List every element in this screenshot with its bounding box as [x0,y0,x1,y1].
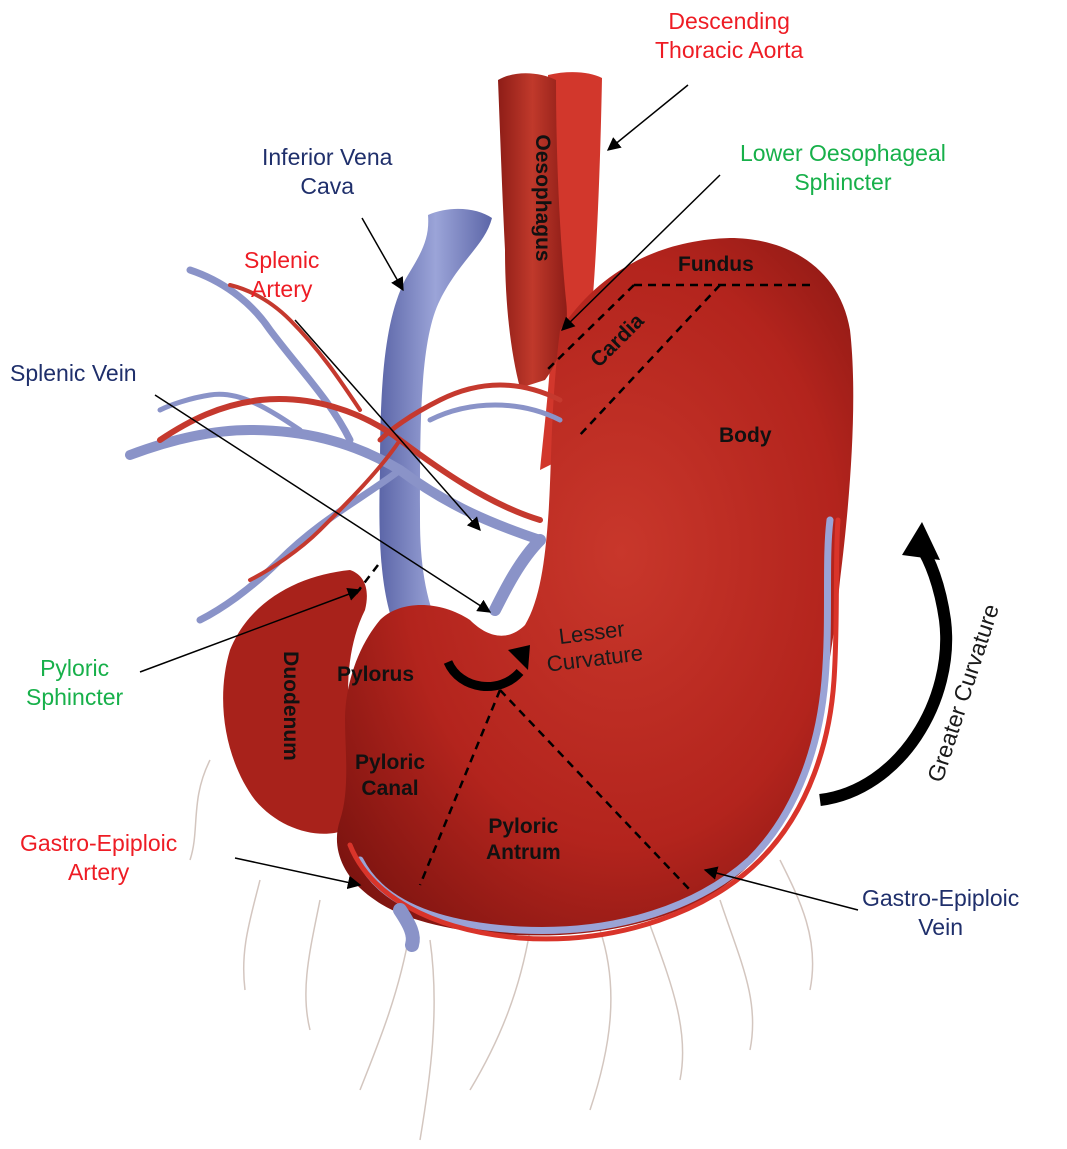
label-les-line1: Lower Oesophageal [740,139,946,168]
region-pyloric-canal-line1: Pyloric [355,750,425,776]
region-oesophagus-text: Oesophagus [529,128,555,268]
splenic-vessels [130,270,560,620]
label-lower-oesophageal-sphincter: Lower Oesophageal Sphincter [740,139,946,197]
label-gea-line2: Artery [20,858,177,887]
label-pyloric-sphincter-line1: Pyloric [26,654,123,683]
label-gev-line1: Gastro-Epiploic [862,884,1019,913]
label-splenic-artery: Splenic Artery [244,246,319,304]
label-splenic-artery-line2: Artery [244,275,319,304]
label-gea-line1: Gastro-Epiploic [20,829,177,858]
region-fundus: Fundus [678,252,754,278]
label-descending-aorta: Descending Thoracic Aorta [655,7,803,65]
label-splenic-vein-text: Splenic Vein [10,359,137,388]
label-pyloric-sphincter-line2: Sphincter [26,683,123,712]
greater-curvature-arrow-head [902,522,940,560]
label-ivc-line1: Inferior Vena [262,143,392,172]
label-ivc-line2: Cava [262,172,392,201]
region-pyloric-canal: Pyloric Canal [355,750,425,802]
label-les-line2: Sphincter [740,168,946,197]
region-pyloric-antrum-line1: Pyloric [486,814,561,840]
label-splenic-vein: Splenic Vein [10,359,137,388]
region-duodenum: Duodenum [277,646,303,766]
region-duodenum-text: Duodenum [277,646,303,766]
label-gastro-epiploic-artery: Gastro-Epiploic Artery [20,829,177,887]
label-descending-aorta-line1: Descending [655,7,803,36]
region-oesophagus: Oesophagus [529,128,555,268]
label-gev-line2: Vein [862,913,1019,942]
label-splenic-artery-line1: Splenic [244,246,319,275]
region-pyloric-canal-line2: Canal [355,776,425,802]
label-gastro-epiploic-vein: Gastro-Epiploic Vein [862,884,1019,942]
label-descending-aorta-line2: Thoracic Aorta [655,36,803,65]
region-body: Body [719,423,772,449]
region-fundus-text: Fundus [678,252,754,278]
label-pyloric-sphincter: Pyloric Sphincter [26,654,123,712]
region-pylorus: Pylorus [337,662,414,688]
region-body-text: Body [719,423,772,449]
label-inferior-vena-cava: Inferior Vena Cava [262,143,392,201]
region-pylorus-text: Pylorus [337,662,414,688]
region-pyloric-antrum-line2: Antrum [486,840,561,866]
region-pyloric-antrum: Pyloric Antrum [486,814,561,866]
